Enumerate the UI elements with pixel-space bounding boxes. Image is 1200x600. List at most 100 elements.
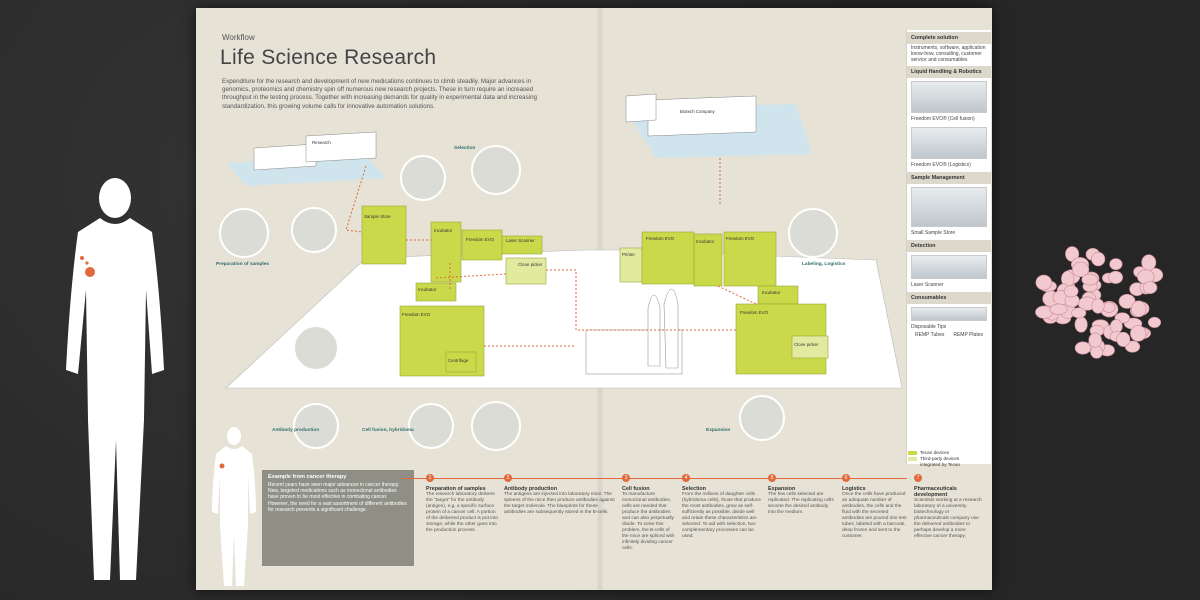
cell-blob [1116, 331, 1131, 347]
step-number: 5 [768, 474, 776, 482]
freedom5-label: Freedom EVO [740, 310, 769, 315]
cell-blob [1081, 273, 1099, 286]
step-text: Scientists working at a research laborat… [914, 498, 982, 539]
label-prep: Preparation of samples [216, 262, 270, 267]
step-title: Expansion [768, 486, 796, 492]
cellfusion-circle-2 [471, 401, 521, 451]
freedom4-label: Freedom EVO [726, 236, 755, 241]
sidebar-sample-title: Sample Management [907, 172, 991, 184]
step-number: 6 [842, 474, 850, 482]
cancer-cell-cluster-icon [1035, 246, 1164, 359]
incubator1-device [430, 221, 462, 283]
step-number: 4 [682, 474, 690, 482]
prep-circle-2 [291, 207, 337, 253]
disposable-tips-image [911, 307, 987, 321]
research-building-label: Research [312, 140, 331, 145]
cell-blob [1091, 298, 1105, 314]
freedom4-device [723, 231, 777, 287]
selection-circle-2 [471, 145, 521, 195]
cell-blob [1088, 332, 1102, 348]
sample-store-device [361, 205, 407, 265]
incubator2-label: Incubator [418, 287, 437, 292]
label-cellfusion: Cell fusion, hybridoma [362, 428, 414, 433]
printer-label: Printer [622, 252, 635, 257]
prep-circle-1 [219, 208, 269, 258]
sidebar-liquid-cap1: Freedom EVO® (Cell fusion) [911, 116, 975, 122]
timeline-line [402, 478, 907, 479]
example-title: Example from cancer therapy [268, 474, 347, 480]
step-title: Selection [682, 486, 706, 492]
cell-blob [1091, 251, 1106, 267]
incubator1-label: Incubator [434, 228, 453, 233]
cell-blob [1109, 319, 1123, 334]
sidebar-liquid-title: Liquid Handling & Robotics [907, 66, 991, 78]
sidebar-detection-title: Detection [907, 240, 991, 252]
cell-blob [1142, 281, 1158, 294]
small-sample-store-image [911, 187, 987, 227]
step-number: 3 [622, 474, 630, 482]
laser-scanner-image [911, 255, 987, 279]
cell-blob [1130, 300, 1147, 318]
step-number: 1 [426, 474, 434, 482]
freedom3-label: Freedom EVO [646, 236, 675, 241]
legend-third2-label: integrated by Tecan [920, 462, 961, 467]
biotech-building [624, 93, 812, 158]
sample-store-label: Sample Store [364, 214, 391, 219]
sidebar-complete-text: Instruments, software, application know-… [911, 45, 986, 63]
step-number: 7 [914, 474, 922, 482]
cell-blob [1071, 307, 1087, 319]
step-title: Antibody production [504, 486, 557, 492]
clone-picker2-device [791, 335, 829, 359]
workflow-illustration [219, 93, 903, 451]
kicker: Workflow [222, 33, 255, 42]
legend-third2: integrated by Tecan [908, 462, 960, 467]
cell-blob [1035, 274, 1052, 291]
biotech-building-label: Biotech Company [680, 109, 715, 114]
clone-picker1-label: Clone picker [518, 262, 543, 267]
cell-blob [1102, 302, 1116, 313]
sidebar-cons-plates: REMP Plates [953, 332, 983, 338]
product-sidebar: Complete solution Instruments, software,… [906, 30, 991, 464]
cell-blob [1074, 341, 1091, 355]
sidebar-detection-cap: Laser Scanner [911, 282, 944, 288]
clone-picker2-label: Clone picker [794, 342, 819, 347]
cell-blob [1049, 303, 1068, 315]
cell-blob [1130, 325, 1147, 342]
laser1-label: Laser Scanner [506, 238, 535, 243]
freedom1-label: Freedom EVO [466, 237, 495, 242]
cell-blob [1118, 293, 1136, 309]
page-title: Life Science Research [220, 46, 437, 69]
labeling-circle [788, 208, 838, 258]
freedom-evo-logistics-image [911, 127, 987, 159]
cell-blob [1074, 316, 1088, 333]
centrifuge-label: Centrifuge [448, 358, 469, 363]
step-number: 2 [504, 474, 512, 482]
freedom1-device [461, 229, 503, 261]
legend-tecan-label: Tecan devices [920, 450, 950, 455]
sidebar-cons-tubes: REMP Tubes [915, 332, 945, 338]
selection-circle-1 [400, 155, 446, 201]
research-building [226, 131, 386, 186]
mouse-circle [293, 325, 339, 371]
legend-third: Third-party devices [908, 456, 960, 461]
incubator4-device [757, 285, 799, 305]
step-title: Preparation of samples [426, 486, 486, 492]
step-title: Logistics [842, 486, 866, 492]
cell-blob [1090, 345, 1103, 359]
antibody-circle [293, 403, 339, 449]
label-expansion: Expansion [706, 428, 731, 433]
incubator3-device [693, 233, 723, 287]
label-selection: Selection [454, 146, 476, 151]
cell-blob [1063, 285, 1079, 298]
cell-blob [1109, 258, 1123, 271]
step-text: The few cells selected are replicated. T… [768, 492, 834, 515]
label-antibody: Antibody production [272, 428, 320, 433]
sidebar-complete-title: Complete solution [907, 32, 991, 44]
cell-blob [1147, 316, 1162, 328]
expansion-circle [739, 395, 785, 441]
